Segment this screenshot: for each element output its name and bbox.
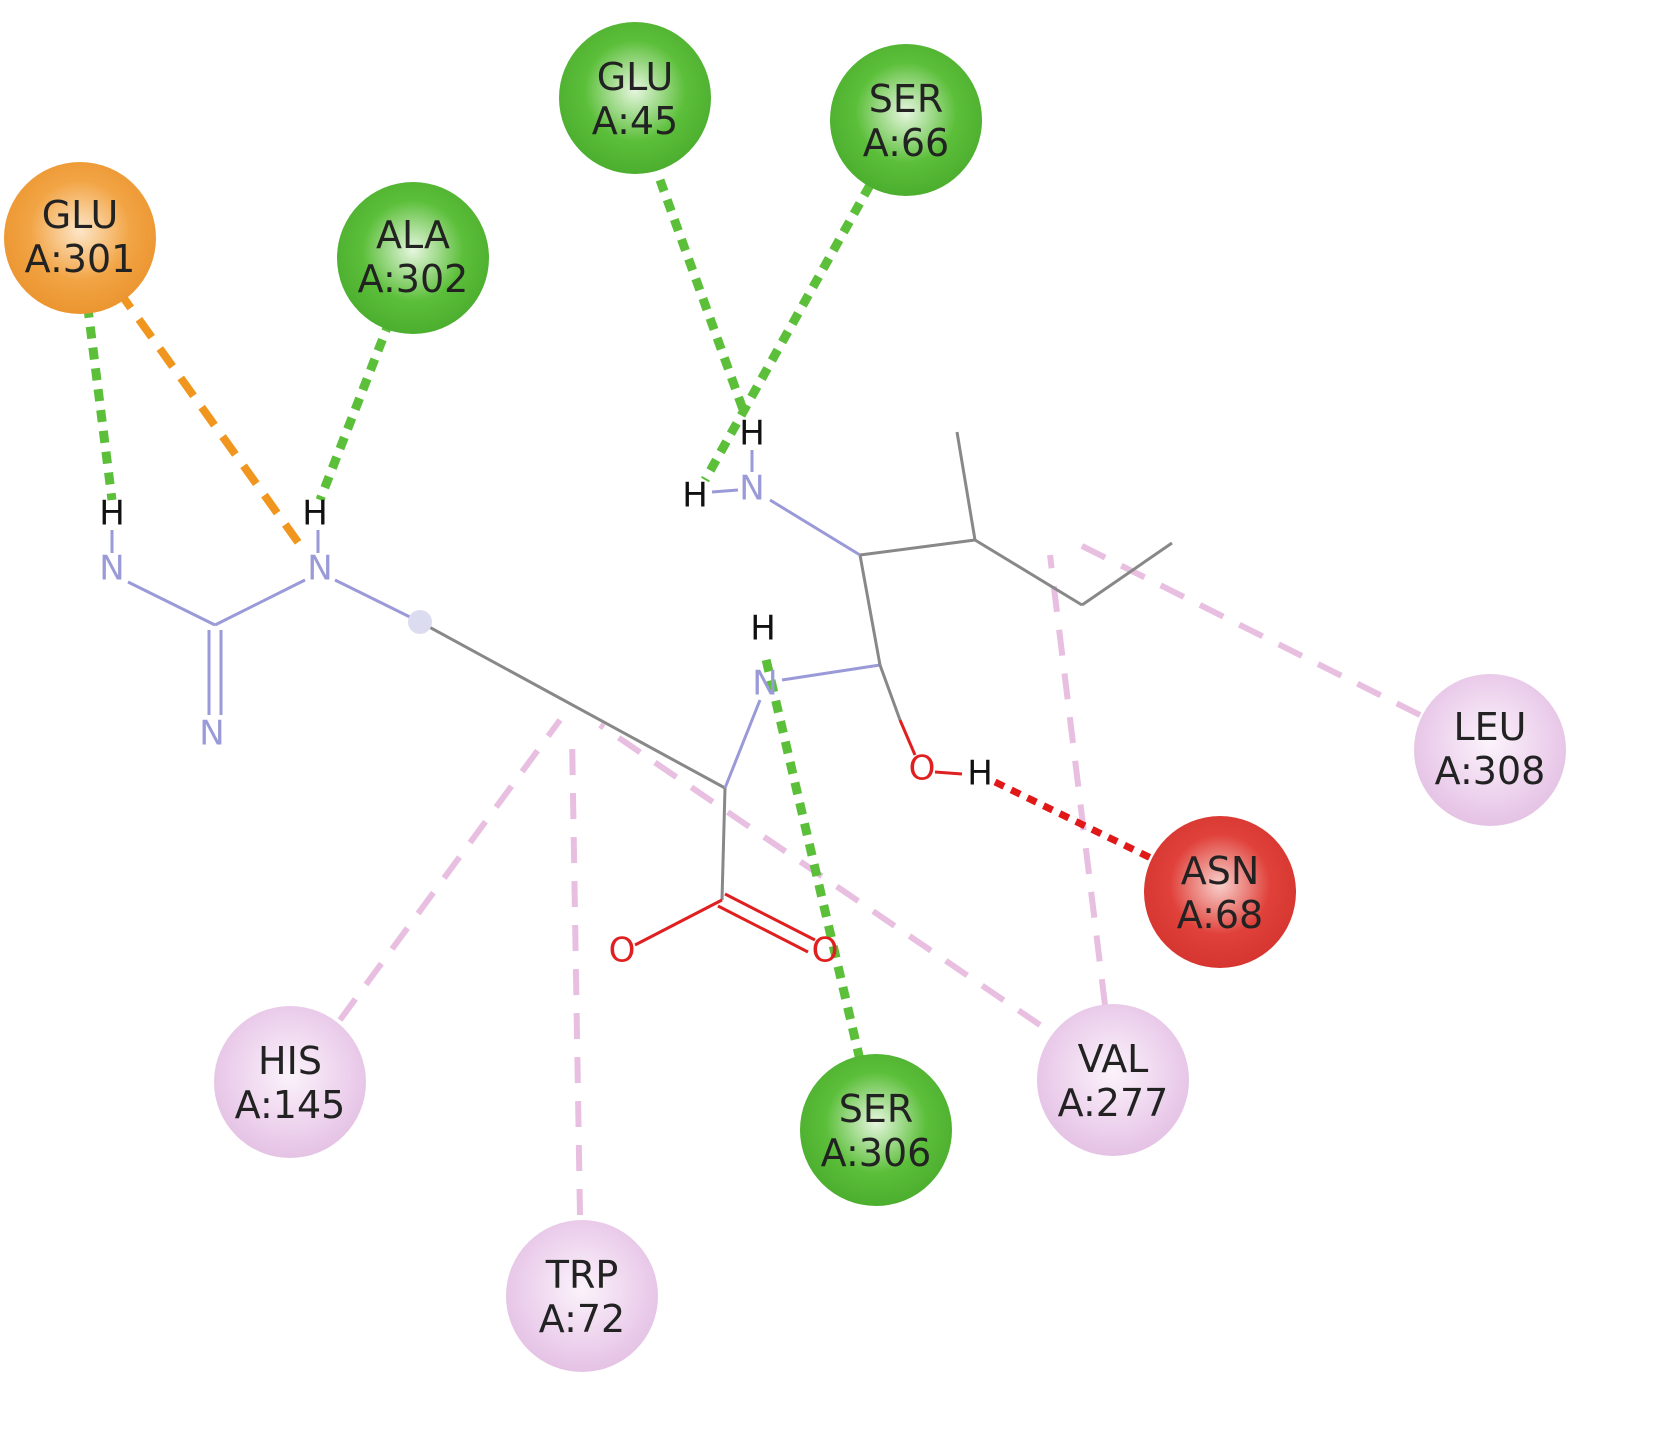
atom-h: H bbox=[750, 609, 776, 649]
atom-marker bbox=[408, 610, 432, 634]
alkyl-leu308 bbox=[1068, 537, 1422, 718]
svg-text:A:145: A:145 bbox=[235, 1083, 346, 1127]
hbond-ser306 bbox=[760, 653, 865, 1062]
svg-text:A:45: A:45 bbox=[592, 99, 678, 143]
svg-text:SER: SER bbox=[839, 1087, 914, 1131]
svg-text:SER: SER bbox=[869, 77, 944, 121]
atom-h: H bbox=[99, 494, 125, 534]
atom-o: O bbox=[909, 749, 936, 789]
svg-text:ASN: ASN bbox=[1181, 849, 1260, 893]
svg-text:GLU: GLU bbox=[42, 193, 119, 237]
svg-text:A:302: A:302 bbox=[358, 257, 469, 301]
svg-text:VAL: VAL bbox=[1078, 1037, 1149, 1081]
atom-n: N bbox=[752, 664, 777, 704]
svg-text:A:301: A:301 bbox=[25, 237, 136, 281]
atom-o: O bbox=[609, 931, 636, 971]
ligand: N H N H N N H N H H O O O H bbox=[99, 414, 1173, 971]
svg-text:A:68: A:68 bbox=[1177, 893, 1263, 937]
salt-bridge-glu301 bbox=[114, 287, 309, 555]
alkyl-his145 bbox=[337, 718, 563, 1022]
svg-text:HIS: HIS bbox=[258, 1039, 322, 1083]
atom-n: N bbox=[99, 549, 124, 589]
atom-h: H bbox=[682, 476, 708, 516]
svg-text:A:306: A:306 bbox=[821, 1131, 932, 1175]
svg-text:LEU: LEU bbox=[1454, 705, 1527, 749]
svg-text:A:66: A:66 bbox=[863, 121, 949, 165]
svg-text:A:308: A:308 bbox=[1435, 749, 1546, 793]
interaction-lines bbox=[80, 178, 1422, 1216]
svg-text:ALA: ALA bbox=[376, 213, 450, 257]
atom-o: O bbox=[812, 931, 839, 971]
hbond-ser66 bbox=[701, 182, 874, 483]
atom-h: H bbox=[302, 494, 328, 534]
unfavorable-asn68 bbox=[993, 778, 1202, 886]
svg-text:TRP: TRP bbox=[545, 1253, 619, 1297]
atom-h: H bbox=[739, 414, 765, 454]
alkyl-val277-a bbox=[1047, 554, 1108, 1006]
svg-text:A:277: A:277 bbox=[1058, 1081, 1169, 1125]
atom-n: N bbox=[739, 469, 764, 509]
svg-text:A:72: A:72 bbox=[539, 1297, 625, 1341]
hbond-glu45 bbox=[655, 178, 750, 417]
atom-n: N bbox=[307, 549, 332, 589]
atom-h: H bbox=[967, 754, 993, 794]
alkyl-trp72 bbox=[569, 734, 583, 1216]
hbond-ala302 bbox=[315, 318, 395, 502]
hbond-glu301 bbox=[80, 284, 117, 501]
atom-n: N bbox=[199, 714, 224, 754]
svg-text:GLU: GLU bbox=[597, 55, 674, 99]
